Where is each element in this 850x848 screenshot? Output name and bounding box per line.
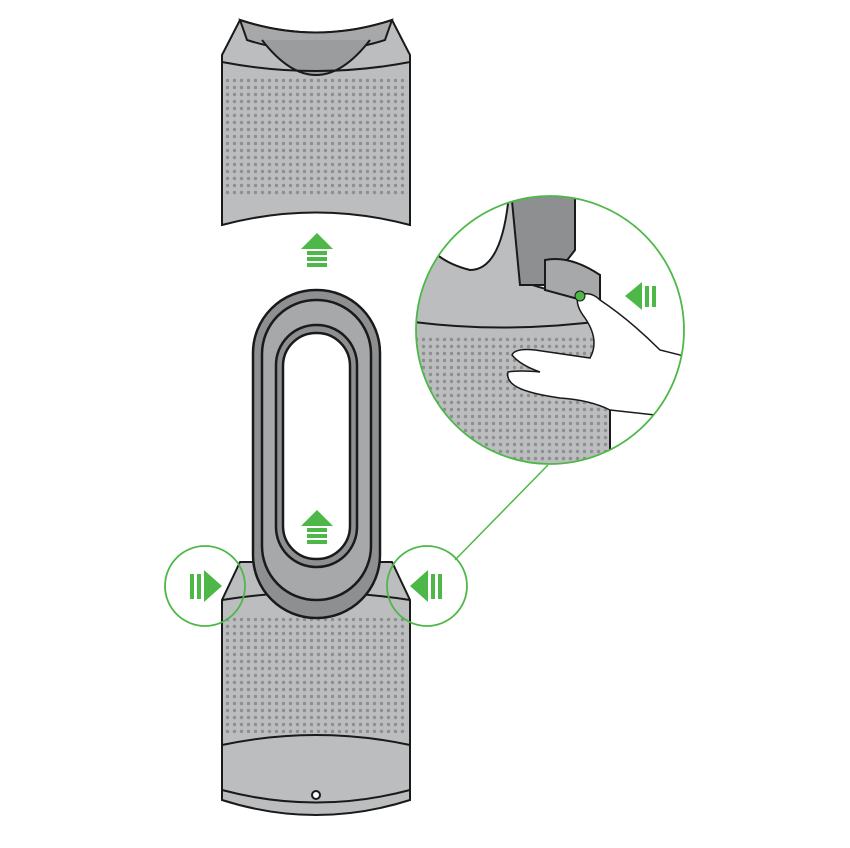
release-button <box>574 290 586 302</box>
hand-icon <box>506 293 684 421</box>
arrow-right-icon <box>190 570 222 602</box>
arrow-left-icon <box>410 570 442 602</box>
fan-loop <box>251 288 382 620</box>
fan-base <box>221 561 411 816</box>
magnified-detail <box>415 195 685 465</box>
arrow-up-icon <box>301 233 333 267</box>
filter-top-piece <box>221 18 411 227</box>
arrow-up-icon <box>301 510 333 544</box>
right-press-callout <box>386 464 549 627</box>
left-press-callout <box>164 545 246 627</box>
arrow-left-icon <box>625 282 656 310</box>
